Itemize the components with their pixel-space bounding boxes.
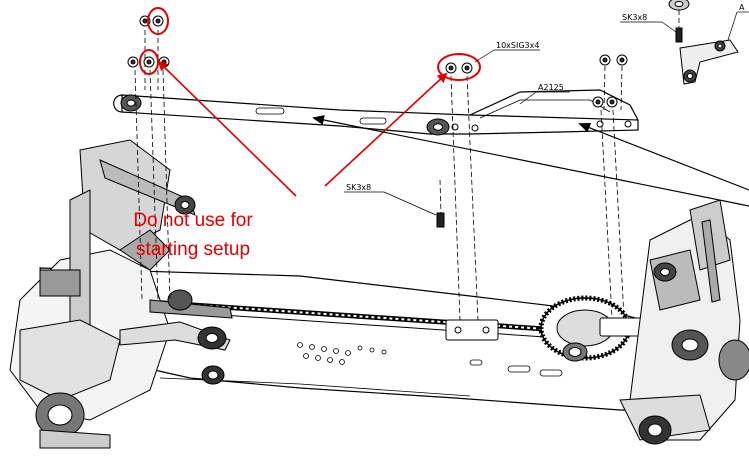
slot-cutouts (469, 359, 563, 377)
front-suspension (9, 139, 233, 449)
center-mounts (445, 317, 647, 341)
note-line-1: Do not use for (133, 210, 253, 231)
battery-holes (297, 342, 387, 365)
callout-sig-screws: 10xSIG3x4 (496, 41, 539, 50)
note-line-2: starting setup (135, 239, 251, 260)
callout-part-a2125: A2125 (538, 83, 564, 92)
callout-partial-letter: A (739, 3, 745, 12)
rear-suspension (619, 199, 749, 445)
highlight-circles (139, 7, 481, 81)
pointer-arrows (312, 115, 749, 207)
brace-posts (120, 94, 632, 136)
callout-sk3x8-top: SK3x8 (622, 13, 647, 22)
top-brace (113, 89, 639, 135)
set-screw-top (675, 27, 683, 43)
callout-leaders (344, 11, 749, 216)
callout-sk3x8-mid: SK3x8 (346, 183, 371, 192)
set-screw-mid (436, 212, 445, 228)
assembly-guide-lines (134, 10, 680, 321)
screw-icon (127, 15, 628, 108)
steering-arm-part (668, 0, 739, 85)
arrow-icon (157, 60, 448, 197)
